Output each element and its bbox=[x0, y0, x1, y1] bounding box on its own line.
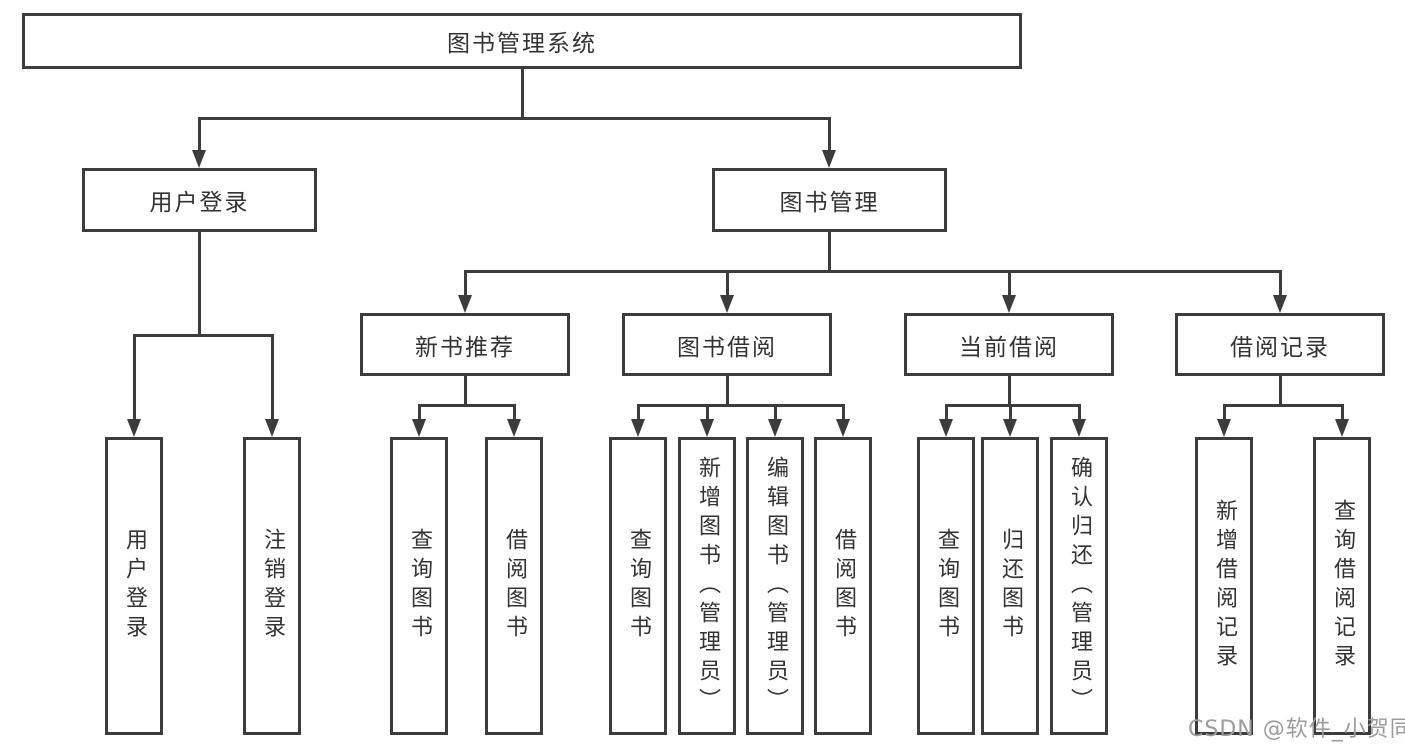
connector-line bbox=[841, 405, 845, 423]
node-library-system: 图书管理系统 bbox=[22, 13, 1022, 69]
node-book-management-label: 图书管理 bbox=[779, 190, 880, 216]
node-book-borrowing-label: 图书借阅 bbox=[677, 334, 777, 361]
leaf-borrow-books-recommend-label: 借阅图书 bbox=[502, 528, 527, 644]
connector-line bbox=[520, 69, 524, 120]
node-current-borrowing: 当前借阅 bbox=[904, 313, 1114, 376]
leaf-add-borrow-record: 新增借阅记录 bbox=[1195, 437, 1253, 735]
connector-line bbox=[512, 405, 516, 423]
arrow-down-icon bbox=[822, 150, 836, 168]
leaf-borrow-books-recommend: 借阅图书 bbox=[485, 437, 543, 735]
arrow-down-icon bbox=[836, 419, 850, 437]
connector-line bbox=[417, 403, 516, 407]
connector-line bbox=[773, 405, 777, 423]
node-user-login: 用户登录 bbox=[82, 168, 317, 232]
connector-line bbox=[1007, 271, 1011, 299]
leaf-confirm-return-admin-label: 确认归还（管理员） bbox=[1067, 455, 1092, 717]
leaf-query-books-current: 查询图书 bbox=[917, 437, 975, 735]
leaf-query-books-current-label: 查询图书 bbox=[934, 528, 959, 644]
leaf-query-books-recommend-label: 查询图书 bbox=[407, 528, 432, 644]
arrow-down-icon bbox=[127, 419, 141, 437]
arrow-down-icon bbox=[507, 419, 521, 437]
leaf-return-books-label: 归还图书 bbox=[998, 528, 1023, 644]
connector-line bbox=[1222, 403, 1344, 407]
node-book-borrowing: 图书借阅 bbox=[622, 313, 832, 376]
node-borrowing-records-label: 借阅记录 bbox=[1230, 334, 1330, 361]
arrow-down-icon bbox=[1217, 419, 1231, 437]
connector-line bbox=[636, 403, 845, 407]
connector-line bbox=[725, 376, 729, 407]
connector-line bbox=[1077, 405, 1081, 423]
node-new-book-recommendation-label: 新书推荐 bbox=[415, 334, 515, 361]
leaf-borrow-books-borrowing-label: 借阅图书 bbox=[831, 528, 856, 644]
node-library-system-label: 图书管理系统 bbox=[447, 31, 597, 57]
connector-line bbox=[417, 405, 421, 423]
watermark: CSDN @软件_小贺同学 bbox=[1188, 717, 1405, 742]
leaf-query-books-recommend: 查询图书 bbox=[390, 437, 448, 735]
arrow-down-icon bbox=[939, 419, 953, 437]
leaf-query-borrow-record-label: 查询借阅记录 bbox=[1330, 499, 1355, 673]
node-borrowing-records: 借阅记录 bbox=[1175, 313, 1385, 376]
leaf-user-login-label: 用户登录 bbox=[122, 528, 147, 644]
arrow-down-icon bbox=[1002, 295, 1016, 313]
arrow-down-icon bbox=[1273, 295, 1287, 313]
leaf-logout-label: 注销登录 bbox=[260, 528, 285, 644]
connector-line bbox=[197, 232, 201, 337]
node-user-login-label: 用户登录 bbox=[149, 190, 250, 216]
leaf-logout: 注销登录 bbox=[243, 437, 301, 735]
node-new-book-recommendation: 新书推荐 bbox=[360, 313, 570, 376]
arrow-down-icon bbox=[631, 419, 645, 437]
arrow-down-icon bbox=[458, 295, 472, 313]
leaf-query-books-borrowing-label: 查询图书 bbox=[626, 528, 651, 644]
arrow-down-icon bbox=[720, 295, 734, 313]
arrow-down-icon bbox=[192, 150, 206, 168]
connector-line bbox=[1008, 405, 1012, 423]
arrow-down-icon bbox=[1003, 419, 1017, 437]
arrow-down-icon bbox=[1335, 419, 1349, 437]
connector-line bbox=[944, 403, 1081, 407]
leaf-confirm-return-admin: 确认归还（管理员） bbox=[1050, 437, 1108, 735]
connector-line bbox=[1278, 376, 1282, 407]
connector-line bbox=[132, 335, 136, 423]
leaf-add-books-admin-label: 新增图书（管理员） bbox=[695, 455, 720, 717]
leaf-query-books-borrowing: 查询图书 bbox=[609, 437, 667, 735]
connector-line bbox=[705, 405, 709, 423]
connector-line bbox=[827, 232, 831, 273]
arrow-down-icon bbox=[700, 419, 714, 437]
arrow-down-icon bbox=[768, 419, 782, 437]
leaf-return-books: 归还图书 bbox=[981, 437, 1039, 735]
leaf-query-borrow-record: 查询借阅记录 bbox=[1313, 437, 1371, 735]
connector-line bbox=[197, 118, 201, 154]
leaf-add-borrow-record-label: 新增借阅记录 bbox=[1212, 499, 1237, 673]
connector-line bbox=[463, 271, 467, 299]
arrow-down-icon bbox=[412, 419, 426, 437]
connector-line bbox=[944, 405, 948, 423]
connector-line bbox=[636, 405, 640, 423]
connector-line bbox=[197, 116, 831, 120]
connector-line bbox=[725, 271, 729, 299]
connector-line bbox=[463, 376, 467, 407]
connector-line bbox=[1222, 405, 1226, 423]
connector-line bbox=[1340, 405, 1344, 423]
arrow-down-icon bbox=[265, 419, 279, 437]
leaf-user-login: 用户登录 bbox=[105, 437, 163, 735]
connector-line bbox=[827, 118, 831, 154]
leaf-borrow-books-borrowing: 借阅图书 bbox=[814, 437, 872, 735]
arrow-down-icon bbox=[1072, 419, 1086, 437]
node-book-management: 图书管理 bbox=[712, 168, 947, 232]
leaf-edit-books-admin-label: 编辑图书（管理员） bbox=[763, 455, 788, 717]
leaf-edit-books-admin: 编辑图书（管理员） bbox=[746, 437, 804, 735]
connector-line bbox=[1278, 271, 1282, 299]
connector-line bbox=[1007, 376, 1011, 407]
connector-line bbox=[132, 333, 274, 337]
node-current-borrowing-label: 当前借阅 bbox=[959, 334, 1059, 361]
connector-line bbox=[270, 335, 274, 423]
connector-line bbox=[463, 269, 1282, 273]
leaf-add-books-admin: 新增图书（管理员） bbox=[678, 437, 736, 735]
